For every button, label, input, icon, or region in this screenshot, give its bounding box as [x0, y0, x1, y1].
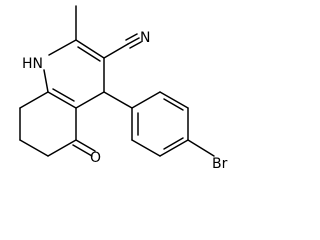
bond-ar6-ar1 [131, 91, 161, 109]
nitrile-group [103, 33, 142, 59]
bond-c2-c3-inner [77, 46, 101, 62]
bond-c4-c4a [75, 91, 105, 109]
bond-c5-o-1 [75, 139, 96, 152]
bond-cn-triple-1 [127, 37, 140, 45]
bond-c2-c3 [75, 39, 105, 59]
chemical-structure-diagram: HN N O Br [19, 5, 228, 172]
ketone-o-label: O [90, 150, 101, 166]
ketone-group [72, 139, 96, 157]
bond-ar2-ar3 [131, 139, 161, 157]
bond-c3-cn [103, 43, 129, 59]
bond-c4-phenyl [103, 91, 133, 109]
nh-label: HN [22, 56, 43, 72]
dihydropyridine-ring [43, 39, 105, 109]
bond-ar-inner-3 [163, 98, 184, 111]
bond-ar-inner-2 [163, 137, 184, 150]
bond-cn-triple-2 [125, 33, 138, 41]
bond-c8a-c8 [19, 91, 49, 109]
bond-ar3-ar4 [159, 139, 189, 157]
bond-c6-c5 [47, 139, 77, 157]
cyclohexenone-ring [19, 91, 77, 157]
bond-ar5-ar6 [159, 91, 189, 109]
bond-ar-br [187, 139, 215, 157]
bond-cn-triple-3 [129, 41, 142, 49]
bromophenyl-ring [131, 91, 189, 157]
bond-n1-c2 [48, 39, 77, 56]
bond-c8a-n1 [43, 69, 49, 93]
bromine-label: Br [212, 156, 228, 172]
bond-c5-o-2 [72, 144, 93, 157]
bond-c4a-c8a-inner [52, 88, 75, 102]
bond-c4a-c8a [47, 91, 77, 109]
bond-c7-c6 [19, 139, 49, 157]
nitrile-n-label: N [140, 30, 150, 46]
